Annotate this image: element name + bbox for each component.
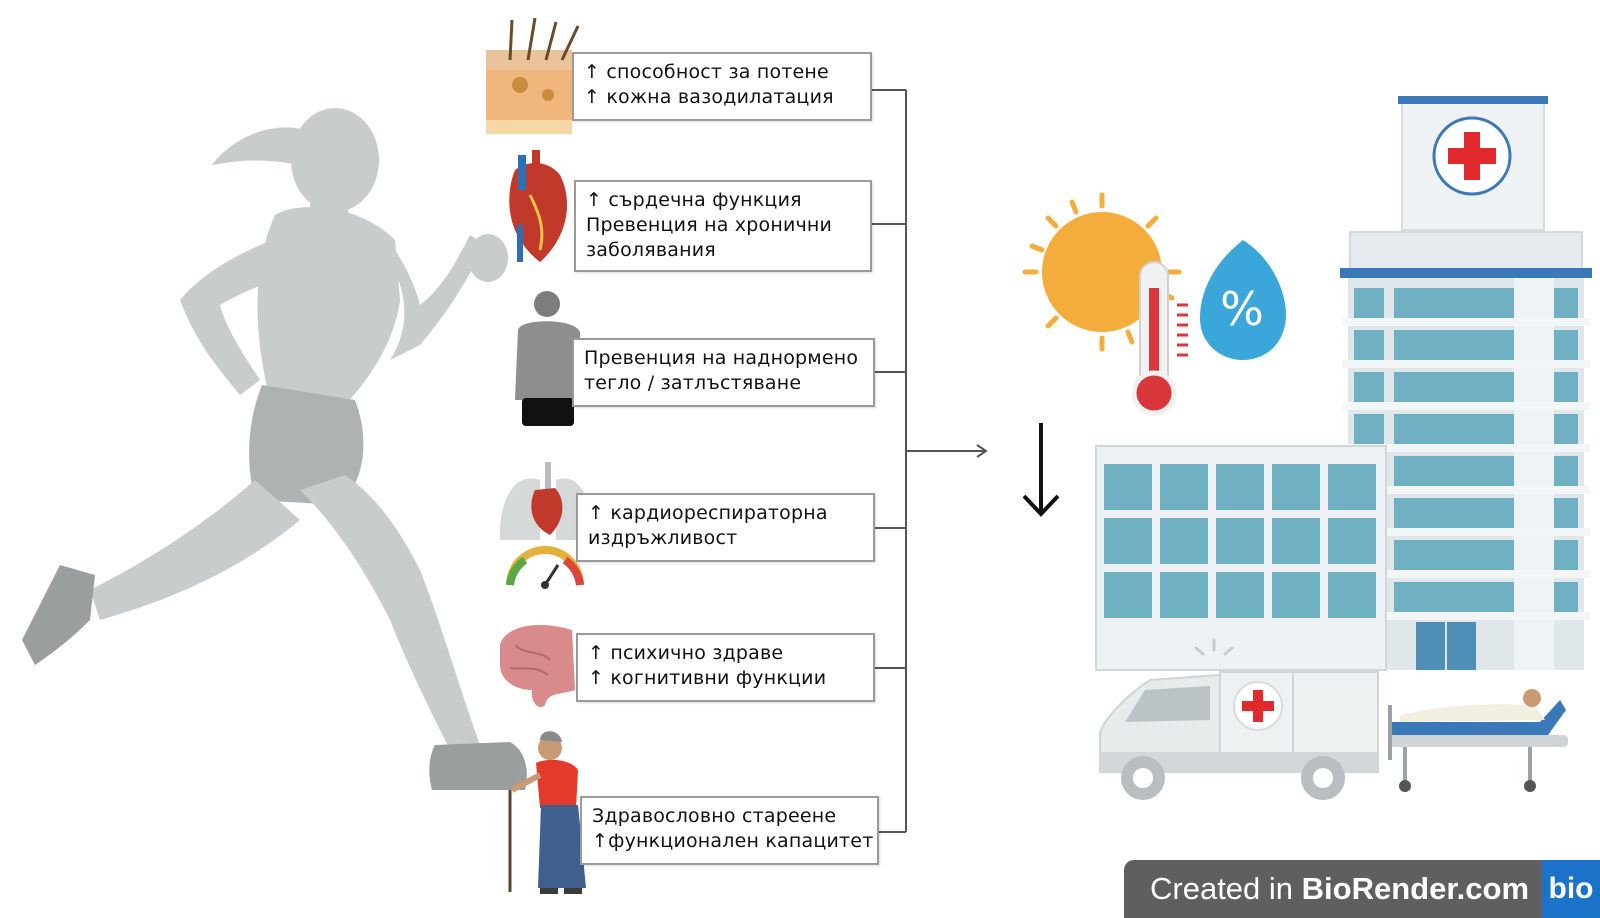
connector-lines [872, 89, 907, 833]
benefit-box-brain: ↑ психично здраве ↑ когнитивни функции [576, 633, 875, 702]
benefit-line: ↑функционален капацитет [592, 830, 874, 852]
skin-layers-icon [486, 17, 580, 134]
benefit-box-weight: Превенция на наднормено тегло / затлъстя… [572, 338, 875, 407]
thermometer-icon [1131, 261, 1188, 416]
benefit-line: Превенция на наднормено [584, 347, 859, 369]
watermark-text: Created in BioRender.com [1150, 871, 1529, 907]
benefit-line: ↑ когнитивни функции [588, 667, 827, 689]
benefit-box-cardio: ↑ кардиореспираторна издръжливост [576, 493, 875, 562]
benefit-line: Здравословно стареене [592, 805, 837, 827]
humidity-drop-icon: % [1200, 240, 1286, 360]
watermark-brand: BioRender.com [1301, 871, 1530, 906]
humidity-symbol: % [1220, 282, 1264, 336]
benefit-box-aging: Здравословно стареене ↑функционален капа… [580, 796, 879, 865]
benefit-line: ↑ кардиореспираторна [588, 502, 828, 524]
benefit-line: ↑ психично здраве [588, 642, 784, 664]
benefit-line: ↑ кожна вазодилатация [584, 86, 834, 108]
benefit-line: ↑ сърдечна функция [586, 189, 802, 211]
heart-icon [509, 150, 568, 262]
overweight-person-icon [515, 291, 582, 426]
lungs-heart-gauge-icon [499, 462, 591, 589]
biorender-watermark: Created in BioRender.com bio [1124, 860, 1600, 918]
down-arrow-icon [1022, 423, 1060, 517]
benefit-box-heart: ↑ сърдечна функция Превенция на хронични… [574, 180, 872, 272]
benefit-line: тегло / затлъстяване [584, 372, 802, 394]
benefit-line: заболявания [586, 239, 716, 261]
biorender-logo-icon: bio [1542, 860, 1600, 918]
ambulance-icon [1099, 638, 1379, 800]
benefit-line: ↑ способност за потене [584, 61, 829, 83]
elderly-woman-cane-icon [508, 731, 586, 894]
right-arrow-icon [906, 444, 988, 458]
benefit-line: издръжливост [588, 527, 738, 549]
benefit-box-skin: ↑ способност за потене ↑ кожна вазодилат… [572, 52, 872, 121]
runner-silhouette-icon [22, 108, 527, 790]
hospital-building-icon [1095, 96, 1592, 671]
sun-icon [1022, 192, 1182, 352]
benefit-line: Превенция на хронични [586, 214, 833, 236]
brain-icon [500, 625, 575, 708]
hospital-bed-icon [1388, 689, 1568, 792]
watermark-prefix: Created in [1150, 871, 1302, 906]
